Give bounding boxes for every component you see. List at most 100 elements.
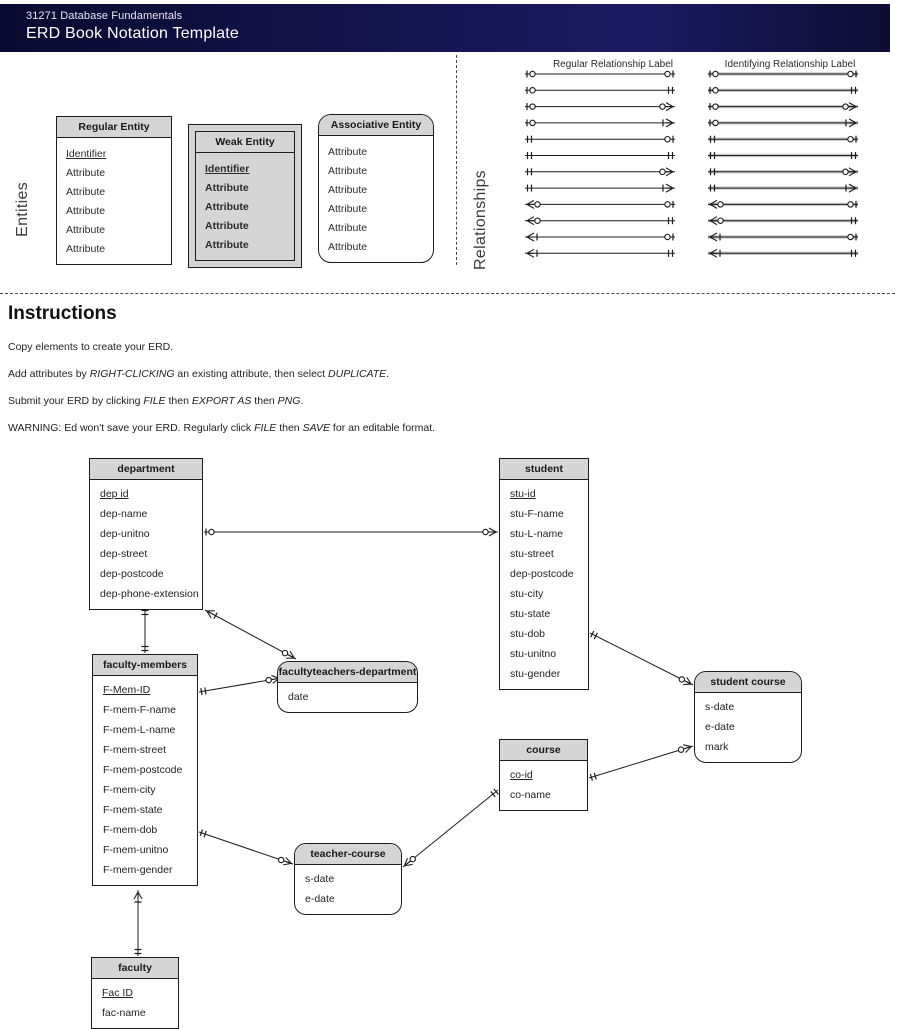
entity-attribute[interactable]: F-mem-F-name: [93, 700, 197, 720]
entity-attribute[interactable]: dep-postcode: [500, 564, 588, 584]
entity-attribute[interactable]: Fac ID: [92, 983, 178, 1003]
legend-attribute[interactable]: Attribute: [196, 216, 294, 235]
entity-attributes: Fac ID fac-name: [92, 979, 178, 1028]
legend-weak-entity-attributes: Identifier Attribute Attribute Attribute…: [196, 153, 294, 260]
erd-entity-faculty-members[interactable]: faculty-members F-Mem-ID F-mem-F-name F-…: [92, 654, 198, 886]
legend-attribute[interactable]: Attribute: [57, 201, 171, 220]
legend-attribute[interactable]: Attribute: [319, 142, 433, 161]
entity-attribute[interactable]: s-date: [295, 869, 401, 889]
legend-attribute[interactable]: Identifier: [57, 144, 171, 163]
entity-attribute[interactable]: stu-unitno: [500, 644, 588, 664]
entity-title: faculty-members: [93, 655, 197, 676]
instructions-heading: Instructions: [8, 303, 608, 325]
legend-associative-entity-title: Associative Entity: [319, 115, 433, 136]
entity-attributes: s-date e-date: [295, 865, 401, 914]
legend-attribute[interactable]: Identifier: [196, 159, 294, 178]
entity-attribute[interactable]: dep-unitno: [90, 524, 202, 544]
erd-entity-department[interactable]: department dep id dep-name dep-unitno de…: [89, 458, 203, 610]
entity-attribute[interactable]: stu-id: [500, 484, 588, 504]
entity-attribute[interactable]: F-Mem-ID: [93, 680, 197, 700]
entity-attribute[interactable]: stu-street: [500, 544, 588, 564]
legend-horizontal-divider: [0, 293, 895, 294]
legend-regular-entity[interactable]: Regular Entity Identifier Attribute Attr…: [56, 116, 172, 265]
instruction-line: Add attributes by RIGHT-CLICKING an exis…: [8, 368, 608, 380]
instruction-line: Submit your ERD by clicking FILE then EX…: [8, 395, 608, 407]
legend-attribute[interactable]: Attribute: [196, 178, 294, 197]
entity-title: facultyteachers-department: [278, 662, 417, 683]
entity-attributes: co-id co-name: [500, 761, 587, 810]
erd-entity-course[interactable]: course co-id co-name: [499, 739, 588, 811]
course-code-label: 31271 Database Fundamentals: [26, 9, 890, 23]
entity-title: student course: [695, 672, 801, 693]
legend-attribute[interactable]: Attribute: [57, 239, 171, 258]
legend-associative-entity[interactable]: Associative Entity Attribute Attribute A…: [318, 114, 434, 263]
legend-attribute[interactable]: Attribute: [57, 182, 171, 201]
legend-vertical-divider: [456, 55, 457, 265]
entity-attribute[interactable]: dep-phone-extension: [90, 584, 202, 604]
legend-attribute[interactable]: Attribute: [319, 180, 433, 199]
legend-attribute[interactable]: Attribute: [196, 235, 294, 254]
entity-attribute[interactable]: stu-gender: [500, 664, 588, 684]
entity-attribute[interactable]: F-mem-street: [93, 740, 197, 760]
entities-section-label: Entities: [14, 182, 32, 237]
title-bar: 31271 Database Fundamentals ERD Book Not…: [0, 4, 890, 52]
entity-attribute[interactable]: fac-name: [92, 1003, 178, 1023]
entity-attribute[interactable]: dep-name: [90, 504, 202, 524]
instruction-line: Copy elements to create your ERD.: [8, 341, 608, 353]
erd-canvas[interactable]: department dep id dep-name dep-unitno de…: [0, 440, 900, 1024]
entity-attribute[interactable]: co-id: [500, 765, 587, 785]
legend-weak-entity[interactable]: Weak Entity Identifier Attribute Attribu…: [188, 124, 302, 268]
legend-attribute[interactable]: Attribute: [196, 197, 294, 216]
entity-attribute[interactable]: F-mem-L-name: [93, 720, 197, 740]
legend-weak-entity-title: Weak Entity: [196, 132, 294, 153]
instructions-section: Instructions Copy elements to create you…: [8, 303, 608, 449]
entity-attribute[interactable]: dep-street: [90, 544, 202, 564]
entity-title: department: [90, 459, 202, 480]
erd-entity-teacher-course[interactable]: teacher-course s-date e-date: [294, 843, 402, 915]
legend-attribute[interactable]: Attribute: [319, 218, 433, 237]
entity-attribute[interactable]: stu-city: [500, 584, 588, 604]
entity-attribute[interactable]: F-mem-unitno: [93, 840, 197, 860]
entity-attribute[interactable]: s-date: [695, 697, 801, 717]
relationship-notation-legend: [515, 68, 900, 278]
entity-attribute[interactable]: e-date: [695, 717, 801, 737]
entity-attributes: F-Mem-ID F-mem-F-name F-mem-L-name F-mem…: [93, 676, 197, 885]
entity-attribute[interactable]: F-mem-postcode: [93, 760, 197, 780]
entity-attribute[interactable]: F-mem-state: [93, 800, 197, 820]
legend-regular-entity-attributes: Identifier Attribute Attribute Attribute…: [57, 138, 171, 264]
erd-entity-facultyteachers-department[interactable]: facultyteachers-department date: [277, 661, 418, 713]
entity-attributes: stu-id stu-F-name stu-L-name stu-street …: [500, 480, 588, 689]
legend-attribute[interactable]: Attribute: [319, 161, 433, 180]
legend-associative-entity-attributes: Attribute Attribute Attribute Attribute …: [319, 136, 433, 262]
entity-title: faculty: [92, 958, 178, 979]
entity-attribute[interactable]: e-date: [295, 889, 401, 909]
entity-attribute[interactable]: F-mem-dob: [93, 820, 197, 840]
erd-entity-faculty[interactable]: faculty Fac ID fac-name: [91, 957, 179, 1029]
entity-attributes: date: [278, 683, 417, 712]
entity-attribute[interactable]: stu-L-name: [500, 524, 588, 544]
entity-attribute[interactable]: dep-postcode: [90, 564, 202, 584]
legend-attribute[interactable]: Attribute: [57, 163, 171, 182]
entity-title: student: [500, 459, 588, 480]
legend-attribute[interactable]: Attribute: [319, 199, 433, 218]
entity-attribute[interactable]: stu-dob: [500, 624, 588, 644]
page-title: ERD Book Notation Template: [26, 24, 890, 44]
erd-entity-student[interactable]: student stu-id stu-F-name stu-L-name stu…: [499, 458, 589, 690]
legend-attribute[interactable]: Attribute: [319, 237, 433, 256]
erd-entity-student-course[interactable]: student course s-date e-date mark: [694, 671, 802, 763]
entity-attribute[interactable]: dep id: [90, 484, 202, 504]
entity-attribute[interactable]: F-mem-city: [93, 780, 197, 800]
entity-attribute[interactable]: stu-F-name: [500, 504, 588, 524]
legend-attribute[interactable]: Attribute: [57, 220, 171, 239]
entity-attribute[interactable]: co-name: [500, 785, 587, 805]
entity-title: teacher-course: [295, 844, 401, 865]
entity-attribute[interactable]: stu-state: [500, 604, 588, 624]
legend-regular-entity-title: Regular Entity: [57, 117, 171, 138]
instruction-line: WARNING: Ed won't save your ERD. Regular…: [8, 422, 608, 434]
entity-attributes: s-date e-date mark: [695, 693, 801, 762]
entity-title: course: [500, 740, 587, 761]
entity-attributes: dep id dep-name dep-unitno dep-street de…: [90, 480, 202, 609]
entity-attribute[interactable]: mark: [695, 737, 801, 757]
entity-attribute[interactable]: F-mem-gender: [93, 860, 197, 880]
entity-attribute[interactable]: date: [278, 687, 417, 707]
